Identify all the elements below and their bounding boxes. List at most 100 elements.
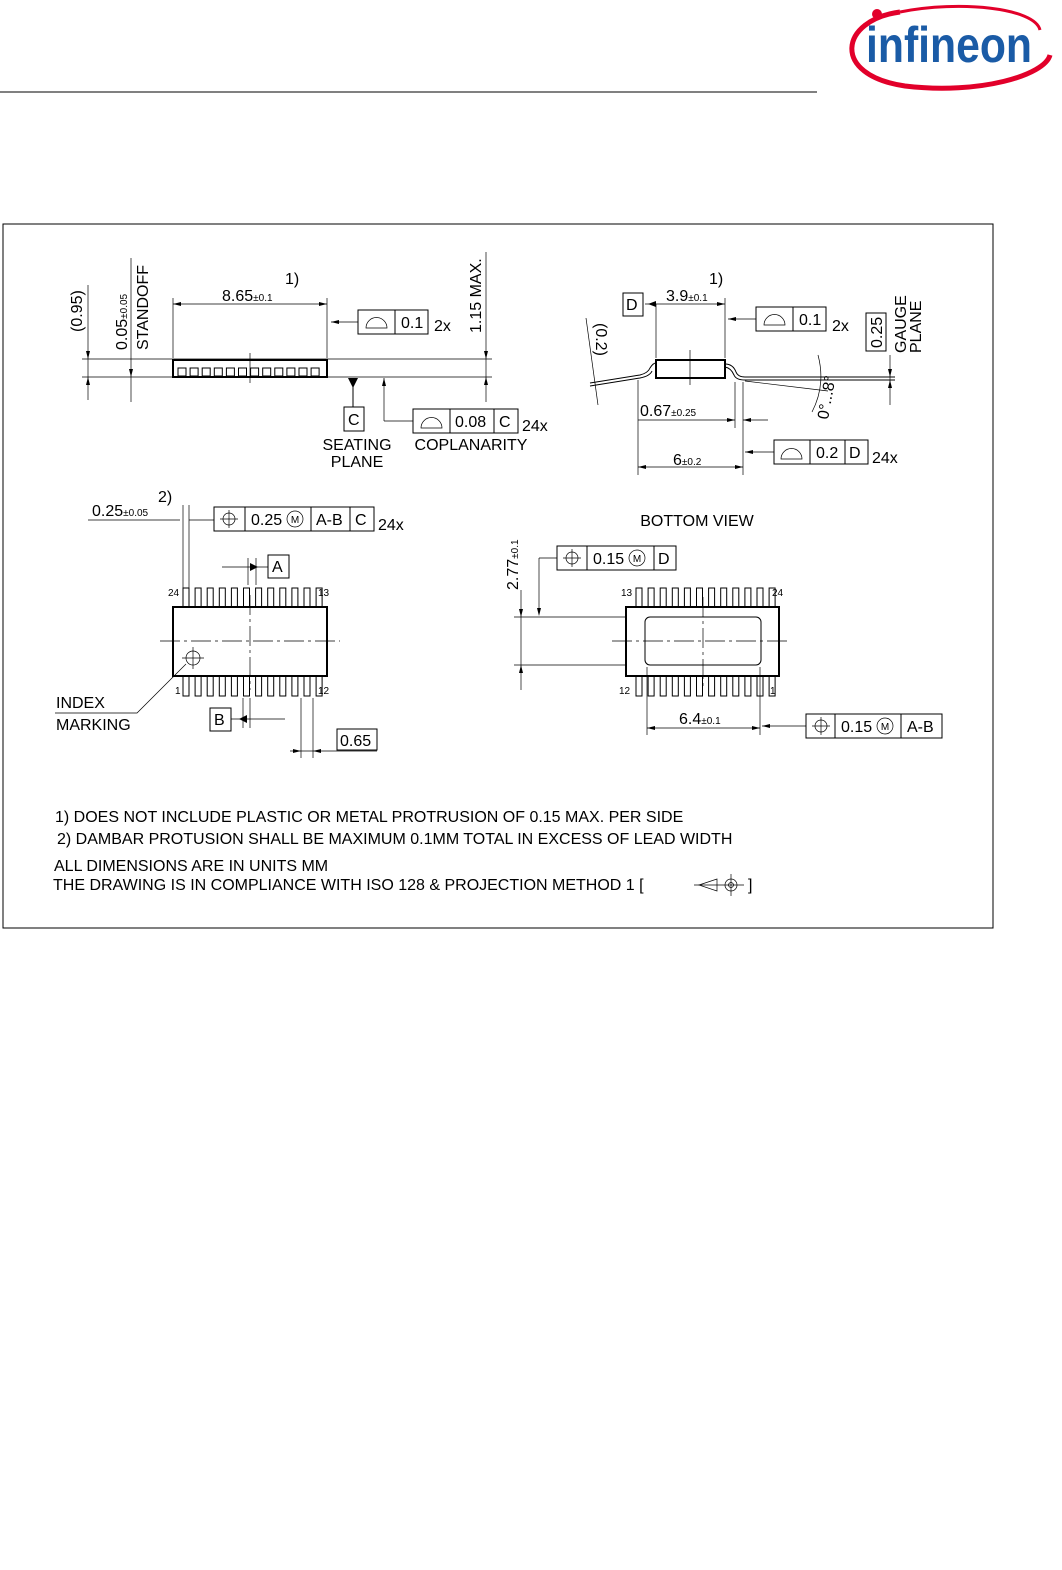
lead: [647, 587, 655, 609]
pin-label: 1: [770, 686, 776, 697]
lead: [708, 674, 716, 697]
lead: [189, 367, 199, 377]
side-leads: [177, 367, 320, 377]
lead-thickness: (0.2): [592, 323, 609, 356]
lead: [255, 587, 263, 609]
span-dimension: 6±0.2: [673, 452, 702, 469]
lead: [206, 674, 214, 697]
datum-c: C: [348, 412, 360, 429]
flatness-count: 2x: [434, 318, 451, 335]
lead: [732, 674, 740, 697]
position-datum: D: [658, 551, 670, 568]
lead: [279, 674, 287, 697]
lead: [230, 674, 238, 697]
datum-ab: A-B: [316, 512, 343, 529]
coplanarity-label: COPLANARITY: [415, 437, 528, 454]
flatness-count: 2x: [832, 318, 849, 335]
notes: 1) DOES NOT INCLUDE PLASTIC OR METAL PRO…: [53, 809, 752, 896]
lead: [243, 674, 250, 697]
pin-label: 12: [619, 686, 631, 697]
lead: [182, 587, 190, 609]
lead: [683, 587, 691, 609]
lead: [279, 587, 287, 609]
lead: [218, 587, 226, 609]
note-compliance: THE DRAWING IS IN COMPLIANCE WITH ISO 12…: [53, 877, 644, 894]
end-view: 1) D 3.9±0.1 0.1 2x (0.2) 0.25 GAUGE PLA…: [585, 271, 925, 475]
lead: [756, 587, 764, 609]
lead: [303, 674, 311, 697]
lead: [218, 674, 226, 697]
pin-label: 24: [168, 588, 180, 599]
mmc-symbol: M: [291, 515, 299, 526]
height-ref: (0.95): [69, 290, 86, 332]
lead: [291, 674, 299, 697]
pitch-box: [336, 728, 378, 751]
index-label: INDEX: [56, 695, 105, 712]
lead: [201, 367, 211, 377]
pin-label: 13: [621, 588, 633, 599]
position-value: 0.15: [841, 719, 872, 736]
lead: [262, 367, 272, 377]
max-height: 1.15 MAX.: [468, 258, 485, 333]
lead: [720, 674, 728, 697]
lead: [206, 587, 214, 609]
lead: [225, 367, 235, 377]
lead: [708, 587, 716, 609]
lead: [310, 367, 320, 377]
gauge-box: [865, 312, 887, 352]
lead: [286, 367, 296, 377]
lead: [732, 587, 740, 609]
profile-tolerance-frame: [773, 439, 869, 465]
lead: [683, 674, 691, 697]
gauge-label-2: PLANE: [908, 301, 925, 353]
datum-a: A: [272, 559, 283, 576]
infineon-logo: infineon: [849, 4, 1053, 91]
standoff-dimension: 0.05±0.05: [114, 293, 131, 350]
projection-method-icon: [694, 874, 744, 896]
gauge-value: 0.25: [869, 317, 886, 348]
note-2: 2) DAMBAR PROTUSION SHALL BE MAXIMUM 0.1…: [57, 831, 732, 848]
angle-range: 0°...8°: [815, 374, 839, 420]
note-ref: 2): [158, 489, 172, 506]
coplanarity-datum: C: [499, 414, 511, 431]
lead: [230, 587, 238, 609]
drawing-frame: [2, 223, 994, 929]
lead: [671, 587, 679, 609]
note-ref: 1): [709, 271, 723, 288]
lead-width: 0.25±0.05: [92, 503, 149, 520]
gauge-label: GAUGE: [893, 295, 910, 353]
lead: [303, 587, 311, 609]
foot-length: 0.67±0.25: [640, 403, 697, 420]
width-dimension: 3.9±0.1: [666, 288, 708, 305]
bottom-view: BOTTOM VIEW 2.77±0.1 0.15 M D 13 24 12 1…: [505, 513, 943, 739]
tol-count: 24x: [872, 450, 898, 467]
lead: [194, 674, 202, 697]
lead: [635, 587, 643, 609]
lead: [177, 367, 187, 377]
pin-label: 13: [318, 588, 330, 599]
index-marking-icon: [182, 647, 204, 669]
pitch-value: 0.65: [340, 733, 371, 750]
pin-label: 1: [175, 686, 181, 697]
length-dimension: 8.65±0.1: [222, 288, 273, 305]
lead: [696, 587, 703, 609]
standoff-label: STANDOFF: [135, 265, 152, 350]
lead: [659, 587, 667, 609]
pad-width-dimension: 6.4±0.1: [679, 711, 721, 728]
bottom-view-title: BOTTOM VIEW: [640, 513, 754, 530]
position-value: 0.25: [251, 512, 282, 529]
profile-icon: [763, 314, 786, 326]
flatness-frame: [357, 309, 429, 335]
lead: [243, 587, 250, 609]
datum-b-box: [209, 707, 232, 732]
profile-icon: [420, 417, 443, 429]
lead: [291, 587, 299, 609]
flatness-frame: [755, 306, 827, 332]
lead: [213, 367, 223, 377]
profile-icon: [780, 448, 803, 460]
lead: [267, 587, 275, 609]
datum-c: C: [355, 512, 367, 529]
pin-label: 24: [772, 588, 784, 599]
lead: [659, 674, 667, 697]
